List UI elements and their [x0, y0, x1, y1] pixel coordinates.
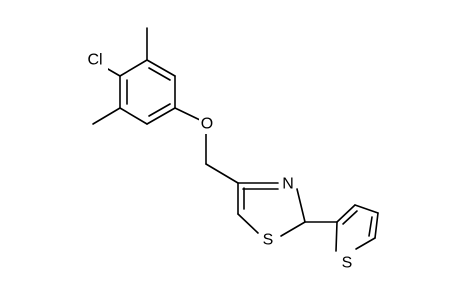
bond-thiophene-c2-c3-inner [342, 210, 358, 225]
bond-ch2-thiazole [205, 163, 239, 184]
bond-thiophene-c2-c3 [336, 204, 356, 223]
chlorine-label: Cl [87, 52, 102, 69]
bond-thiophene-s-c2 [335, 221, 338, 252]
bond-thiazole-s1-c5 [237, 213, 259, 234]
bonds [92, 27, 379, 252]
atom-labels: Cl O N S S [82, 50, 355, 273]
thiophene-sulfur-atom: S [339, 253, 355, 273]
thiazole-nitrogen-atom: N [280, 174, 296, 194]
bond-thiophene-c3-c4 [354, 204, 379, 214]
bond-thiophene-c4-c5 [374, 212, 379, 239]
nitrogen-label: N [282, 176, 294, 193]
bond-benzene-4 [146, 107, 176, 125]
thiazole-sulfur-atom: S [260, 230, 276, 250]
bond-c-o [174, 107, 201, 121]
bond-benzene-2-inner [148, 67, 171, 81]
thiazole-sulfur-label: S [263, 232, 274, 249]
chlorine-atom: Cl [82, 50, 108, 70]
bond-thiophene-c5-s [355, 237, 376, 250]
oxygen-label: O [201, 116, 213, 133]
bond-thiophene-c4-c5-inner [368, 216, 373, 237]
bond-thiazole-c2-s1 [280, 221, 306, 237]
bond-benzene-5 [119, 107, 148, 125]
bond-benzene-1 [119, 59, 148, 77]
ether-oxygen-atom: O [199, 114, 215, 134]
thiophene-sulfur-label: S [342, 255, 353, 272]
bond-methyl-bottom [92, 107, 121, 125]
bond-thiazole-n3-c2 [296, 188, 306, 223]
bond-benzene-4-inner [148, 103, 171, 117]
bond-benzene-2 [146, 59, 176, 77]
